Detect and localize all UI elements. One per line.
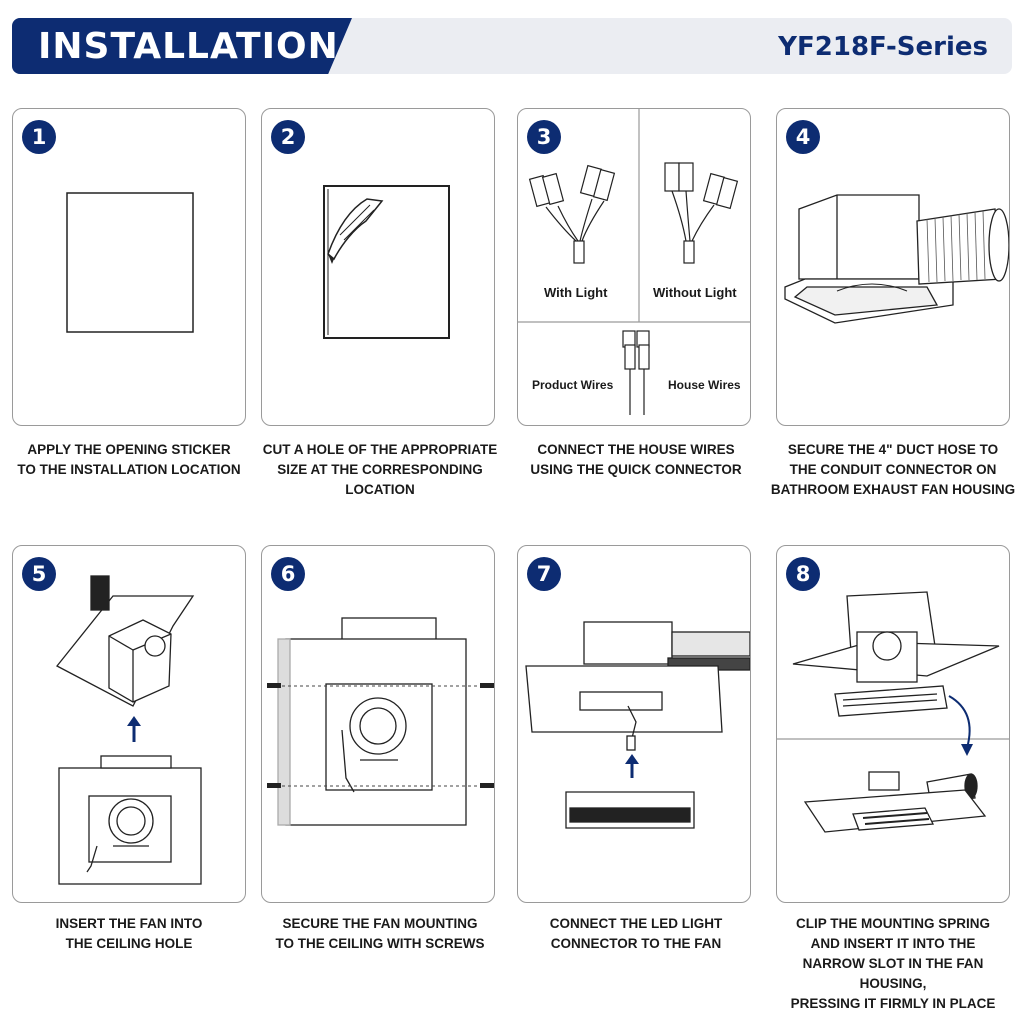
step-number-badge: 8 xyxy=(786,557,820,591)
step-4-panel: 4 xyxy=(776,108,1010,426)
step-number-badge: 1 xyxy=(22,120,56,154)
step-7-caption: CONNECT THE LED LIGHT CONNECTOR TO THE F… xyxy=(549,916,723,951)
cut-hole-illustration xyxy=(323,185,450,339)
step-1-caption: APPLY THE OPENING STICKER TO THE INSTALL… xyxy=(17,442,241,477)
step-number-badge: 6 xyxy=(271,557,305,591)
step-2-panel: 2 xyxy=(261,108,495,426)
step-2-caption: CUT A HOLE OF THE APPROPRIATE SIZE AT TH… xyxy=(262,442,498,497)
header-title-band xyxy=(12,18,352,74)
step-4-caption: SECURE THE 4" DUCT HOSE TO THE CONDUIT C… xyxy=(770,442,1016,497)
step-8-caption: CLIP THE MOUNTING SPRING AND INSERT IT I… xyxy=(790,916,996,1011)
step-7-panel: 7 xyxy=(517,545,751,903)
step-5-caption: INSERT THE FAN INTO THE CEILING HOLE xyxy=(55,916,203,951)
product-wires-label: Product Wires xyxy=(532,378,614,392)
step-3-caption: CONNECT THE HOUSE WIRES USING THE QUICK … xyxy=(530,442,742,477)
step-8-panel: 8 xyxy=(776,545,1010,903)
header-bar: INSTALLATION YF218F-Series xyxy=(12,18,1012,74)
step-number-badge: 3 xyxy=(527,120,561,154)
duct-hose-illustration xyxy=(784,194,1009,324)
step-number-badge: 7 xyxy=(527,557,561,591)
series-label: YF218F-Series xyxy=(778,32,988,62)
step-6-panel: 6 xyxy=(261,545,495,903)
step-6-caption: SECURE THE FAN MOUNTING TO THE CEILING W… xyxy=(275,916,485,951)
opening-sticker-illustration xyxy=(66,192,194,333)
quick-connector-illustration xyxy=(518,109,750,415)
page-title: INSTALLATION xyxy=(38,26,339,67)
step-5-panel: 5 xyxy=(12,545,246,903)
insert-fan-illustration xyxy=(56,575,202,885)
step-1-panel: 1 xyxy=(12,108,246,426)
step-number-badge: 5 xyxy=(22,557,56,591)
led-connector-illustration xyxy=(525,621,750,829)
step-number-badge: 2 xyxy=(271,120,305,154)
mounting-screws-illustration xyxy=(267,617,494,826)
mounting-spring-illustration xyxy=(777,591,1009,833)
step-number-badge: 4 xyxy=(786,120,820,154)
house-wires-label: House Wires xyxy=(668,378,741,392)
step-3-panel: 3 With Ligh xyxy=(517,108,751,426)
with-light-label: With Light xyxy=(544,285,608,300)
without-light-label: Without Light xyxy=(653,285,737,300)
